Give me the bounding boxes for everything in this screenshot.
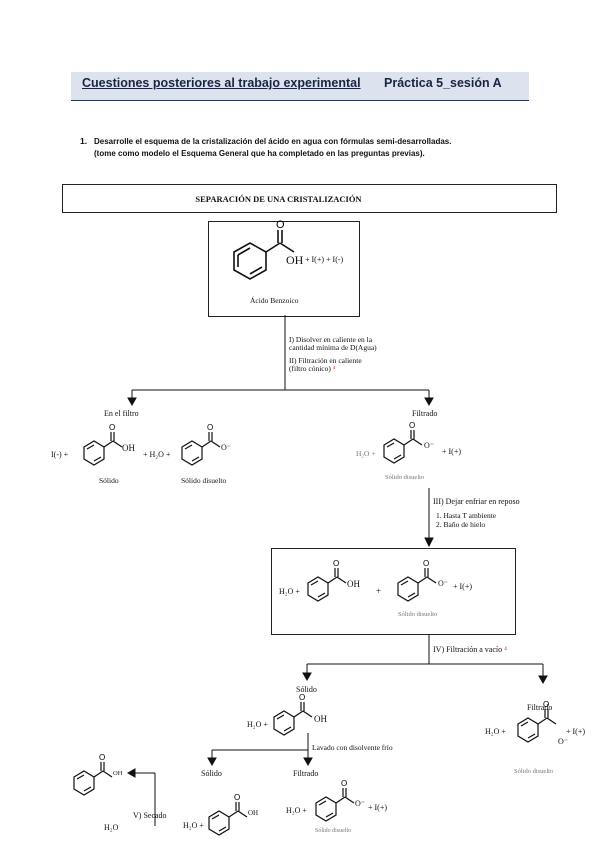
right-branch-label: Filtrado bbox=[412, 409, 438, 418]
svg-text:O: O bbox=[333, 559, 339, 568]
step-4-text: IV) Filtración a vacío ⁴ bbox=[433, 645, 507, 654]
right-anion: O⁻ bbox=[424, 441, 434, 450]
benzoate-structure-lower-right: O bbox=[517, 700, 557, 743]
left-anion: O⁻ bbox=[221, 443, 231, 452]
svg-text:O: O bbox=[543, 700, 549, 709]
step-2-line-2: (filtro cónico) bbox=[289, 364, 331, 373]
step-2-line-2-wrap: (filtro cónico) ⁴ bbox=[289, 365, 362, 373]
step-1-line-1: I) Disolver en caliente en la bbox=[289, 335, 373, 344]
question-line-1: Desarrolle el esquema de la cristalizaci… bbox=[94, 137, 452, 146]
svg-text:O: O bbox=[234, 793, 240, 802]
benzoic-acid-structure-final: O bbox=[73, 753, 113, 796]
step-2-text: II) Filtración en caliente (filtro cónic… bbox=[289, 357, 362, 373]
bottom-solid-water: H₂O + bbox=[183, 821, 204, 830]
middle-water: H₂O + bbox=[279, 587, 300, 596]
diagram-title-box bbox=[62, 184, 557, 213]
svg-text:O: O bbox=[109, 423, 115, 432]
header-right-title: Práctica 5_sesión A bbox=[384, 76, 502, 90]
top-oh: OH bbox=[286, 253, 304, 267]
bottom-filtrate-dissolved: Sólido disuelto bbox=[315, 828, 352, 834]
lower-right-dissolved-label: Sólido disuelto bbox=[514, 768, 554, 775]
lower-left-oh: OH bbox=[314, 714, 327, 724]
bottom-solid-label: Sólido bbox=[201, 769, 222, 778]
right-water: H₂O + bbox=[356, 449, 376, 458]
step-3-title: III) Dejar enfriar en reposo bbox=[433, 497, 520, 506]
svg-text:O: O bbox=[299, 693, 305, 702]
diagram-title: SEPARACIÓN DE UNA CRISTALIZACIÓN bbox=[195, 194, 362, 204]
benzoic-acid-structure-bottom-solid: O bbox=[208, 793, 248, 836]
svg-text:O: O bbox=[207, 423, 213, 432]
question-number: 1. bbox=[80, 136, 88, 146]
step-3-item-2: 2. Baño de hielo bbox=[436, 520, 486, 529]
question-line-2: (tome como modelo el Esquema General que… bbox=[94, 148, 425, 158]
top-impurities: + I(+) + I(-) bbox=[305, 255, 344, 264]
header-bar bbox=[71, 72, 529, 101]
step-3-item-1: 1. Hasta T ambiente bbox=[436, 511, 497, 520]
step-2-mark: ⁴ bbox=[332, 364, 336, 373]
middle-impurity: + I(+) bbox=[453, 582, 473, 591]
right-dissolved-label: Sólido disuelto bbox=[385, 474, 425, 481]
header-left-title: Cuestiones posteriores al trabajo experi… bbox=[82, 76, 361, 90]
benzoic-acid-structure-middle: O bbox=[307, 559, 347, 602]
svg-text:O: O bbox=[423, 559, 429, 568]
lower-right-label: Filtrado bbox=[527, 703, 553, 712]
step-1-text: I) Disolver en caliente en la cantidad m… bbox=[289, 336, 377, 352]
middle-dissolved-label: Sólido disuelto bbox=[398, 611, 438, 618]
benzoate-structure-bottom-filtrate: O bbox=[315, 779, 355, 822]
benzoic-acid-structure-top: O bbox=[233, 219, 295, 280]
svg-text:O: O bbox=[409, 421, 415, 430]
left-dissolved-label: Sólido disuelto bbox=[181, 476, 227, 485]
lower-right-impurity: + I(+) bbox=[566, 727, 586, 736]
step-4-mark: ⁴ bbox=[504, 645, 507, 654]
final-oh: OH bbox=[113, 770, 123, 777]
benzoate-structure-right: O bbox=[383, 421, 423, 464]
middle-box bbox=[271, 548, 516, 635]
lower-right-anion: O⁻ bbox=[558, 737, 568, 746]
bottom-filtrate-label: Filtrado bbox=[293, 769, 319, 778]
removed-water: H₂O bbox=[104, 823, 119, 832]
middle-oh: OH bbox=[347, 579, 360, 589]
middle-anion: O⁻ bbox=[438, 579, 448, 588]
left-oh: OH bbox=[122, 443, 135, 453]
benzoic-acid-structure-lower-left: O bbox=[273, 693, 313, 736]
svg-text:O: O bbox=[276, 219, 285, 231]
step-1-line-2: cantidad mínima de D(Agua) bbox=[289, 343, 377, 352]
step-5-text: V) Secado bbox=[133, 811, 167, 820]
question-text: Desarrolle el esquema de la cristalizaci… bbox=[94, 136, 554, 159]
svg-text:O: O bbox=[99, 753, 105, 762]
step-3-items: 1. Hasta T ambiente 2. Baño de hielo bbox=[436, 511, 496, 529]
top-compound-name: Ácido Benzoico bbox=[250, 296, 299, 305]
top-compound-box bbox=[208, 221, 360, 317]
bottom-filtrate-impurity: + I(+) bbox=[368, 803, 388, 812]
bottom-solid-oh: OH bbox=[248, 809, 259, 817]
svg-text:O: O bbox=[341, 779, 347, 788]
wash-step: Lavado con disolvente frío bbox=[312, 743, 393, 752]
step-4-title: IV) Filtración a vacío bbox=[433, 645, 503, 654]
lower-left-water: H₂O + bbox=[247, 720, 268, 729]
middle-plus: + bbox=[376, 586, 382, 596]
left-solid-label: Sólido bbox=[99, 476, 119, 485]
lower-left-label: Sólido bbox=[296, 685, 317, 694]
left-water: + H₂O + bbox=[143, 450, 171, 459]
left-branch-label: En el filtro bbox=[104, 409, 139, 418]
step-2-line-1: II) Filtración en caliente bbox=[289, 356, 362, 365]
bottom-filtrate-anion: O⁻ bbox=[355, 799, 365, 808]
benzoate-structure-left: O bbox=[181, 423, 221, 466]
benzoic-acid-structure-left: O bbox=[83, 423, 123, 466]
lower-right-water: H₂O + bbox=[485, 727, 506, 736]
benzoate-structure-middle: O bbox=[397, 559, 437, 602]
right-impurity: + I(+) bbox=[442, 447, 462, 456]
bottom-filtrate-water: H₂O + bbox=[286, 806, 307, 815]
left-impurity: I(-) + bbox=[51, 450, 69, 459]
